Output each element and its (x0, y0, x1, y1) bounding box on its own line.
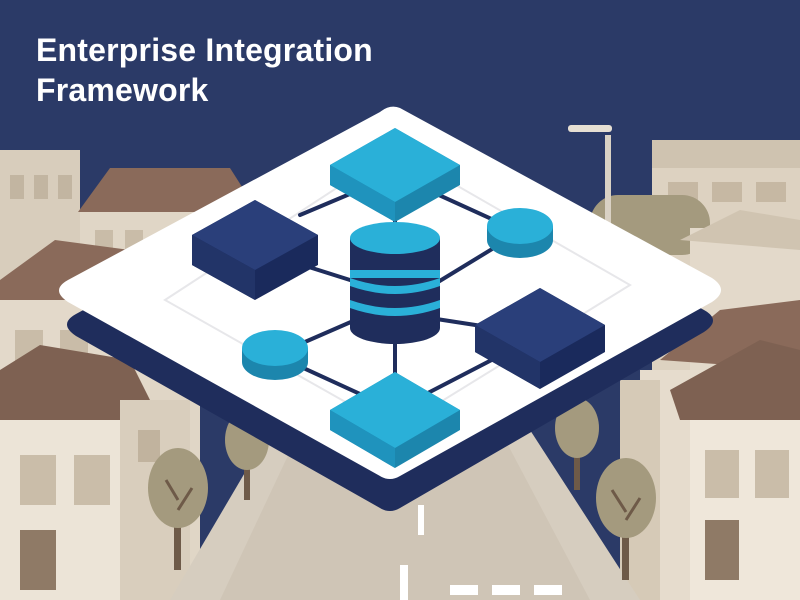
page-title-line-2: Framework (36, 72, 209, 108)
street-road (170, 430, 640, 600)
tree-left (148, 448, 208, 570)
diagram-node-bottom-block (330, 372, 460, 468)
diagram-node-top-block (330, 128, 460, 222)
tree-right (596, 458, 656, 580)
tree-center-right (555, 398, 599, 490)
diagram-node-right-block (475, 288, 605, 389)
street-lamp (568, 125, 612, 305)
database-cylinder-icon (350, 222, 440, 344)
page-title: Enterprise Integration Framework (36, 30, 456, 110)
diagram-node-left-disc (242, 330, 308, 380)
foreground-houses-right (620, 300, 800, 600)
page-title-line-1: Enterprise Integration (36, 32, 373, 68)
diagram-node-right-disc (487, 208, 553, 258)
diagram-node-left-block (192, 200, 318, 300)
